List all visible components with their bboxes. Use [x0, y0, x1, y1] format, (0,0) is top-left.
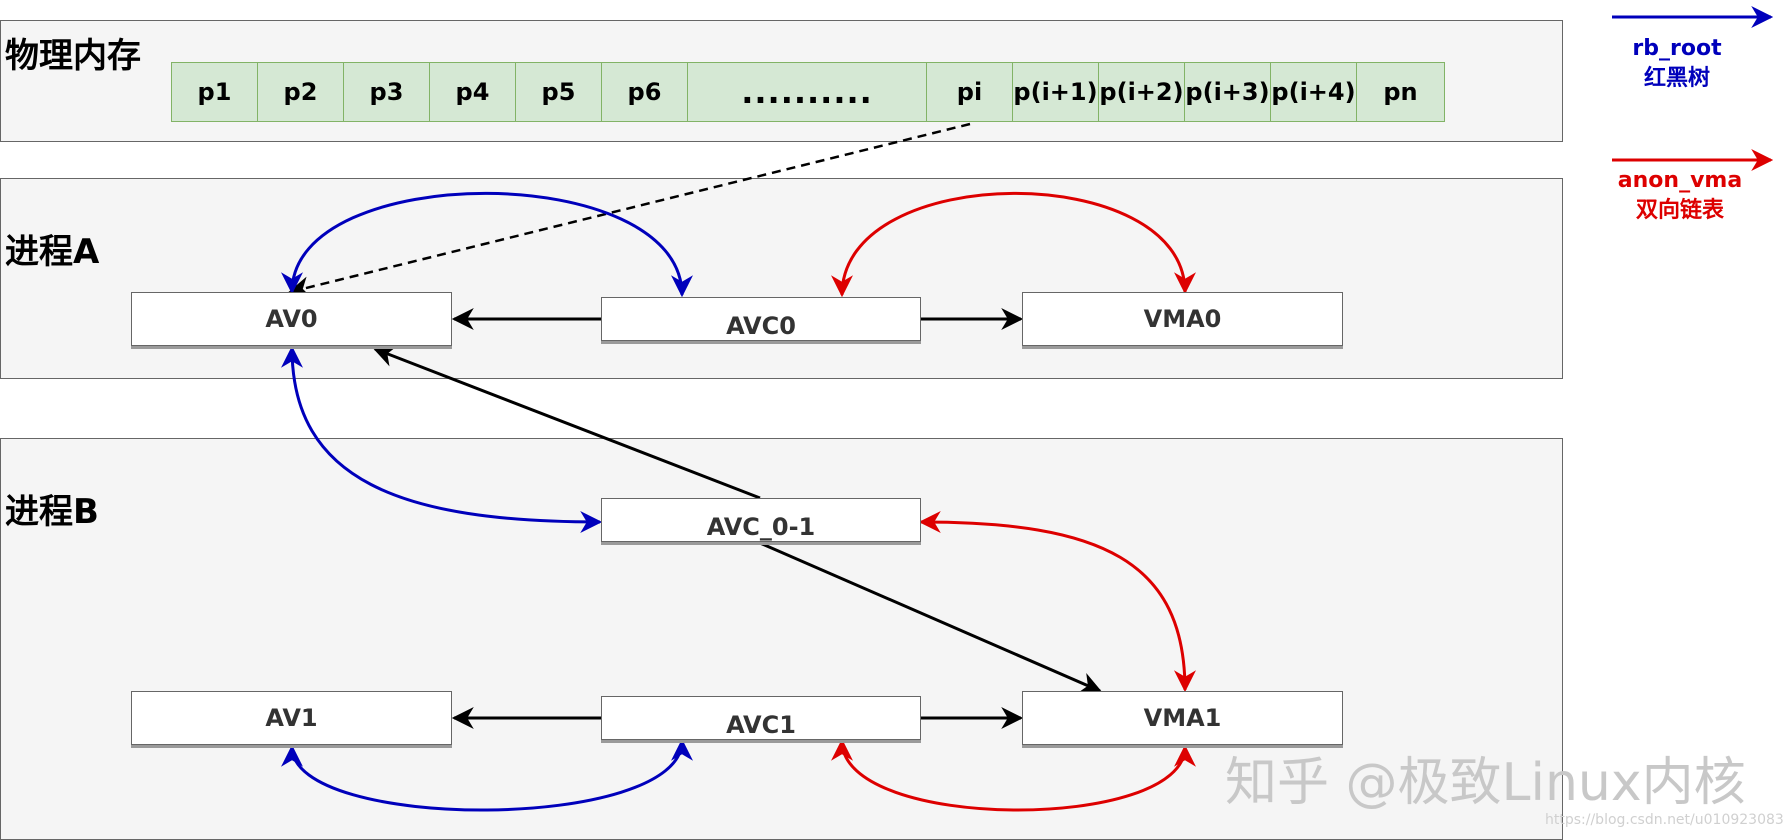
legend-rbtree-line2: 红黑树 — [1643, 66, 1710, 91]
page-cell-pi3: p(i+3) — [1184, 62, 1271, 122]
edge-av1-avc1-rbtree — [281, 738, 693, 812]
node-avc01: AVC_0-1 — [601, 498, 921, 542]
watermark-url: https://blog.csdn.net/u010923083 — [1545, 812, 1784, 828]
node-vma0: VMA0 — [1022, 292, 1343, 346]
edge-avc1-vma1-anonvma — [831, 738, 1196, 812]
process-b-label: 进程B — [5, 492, 99, 532]
node-avc1: AVC1 — [601, 696, 921, 740]
page-cell-ellipsis: .......... — [687, 62, 927, 122]
node-avc0: AVC0 — [601, 297, 921, 341]
edge-av0-avc0-rbtree — [281, 191, 693, 298]
page-cell-p4: p4 — [429, 62, 516, 122]
page-cell-pi1: p(i+1) — [1012, 62, 1099, 122]
edge-avc0-vma0-anonvma — [831, 191, 1196, 298]
edge-avc01-to-vma1 — [759, 541, 1103, 694]
page-cell-pi2: p(i+2) — [1098, 62, 1185, 122]
legend-anonvma-line2: 双向链表 — [1635, 198, 1724, 223]
page-cell-p2: p2 — [257, 62, 344, 122]
node-vma1: VMA1 — [1022, 691, 1343, 745]
edge-pi-to-av0 — [287, 122, 971, 298]
process-a-label: 进程A — [5, 232, 100, 272]
edge-avc01-vma1-anonvma — [918, 511, 1196, 693]
edge-avc01-to-av0 — [372, 345, 761, 500]
legend-rbtree-line1: rb_root — [1632, 36, 1722, 61]
page-cell-pn: pn — [1356, 62, 1445, 122]
physical-memory-label: 物理内存 — [5, 36, 141, 76]
page-cell-p1: p1 — [171, 62, 258, 122]
page-cell-pi4: p(i+4) — [1270, 62, 1357, 122]
legend-anonvma-label: anon_vma 双向链表 — [1580, 166, 1780, 226]
node-av1: AV1 — [131, 691, 452, 745]
legend-anonvma-line1: anon_vma — [1617, 168, 1743, 193]
legend-rbtree-label: rb_root 红黑树 — [1577, 34, 1777, 94]
watermark: 知乎 @极致Linux内核 — [1225, 753, 1746, 813]
page-cell-p6: p6 — [601, 62, 688, 122]
page-cell-p5: p5 — [515, 62, 602, 122]
page-cell-p3: p3 — [343, 62, 430, 122]
node-av0: AV0 — [131, 292, 452, 346]
edge-av0-avc01-rbtree — [281, 345, 603, 533]
